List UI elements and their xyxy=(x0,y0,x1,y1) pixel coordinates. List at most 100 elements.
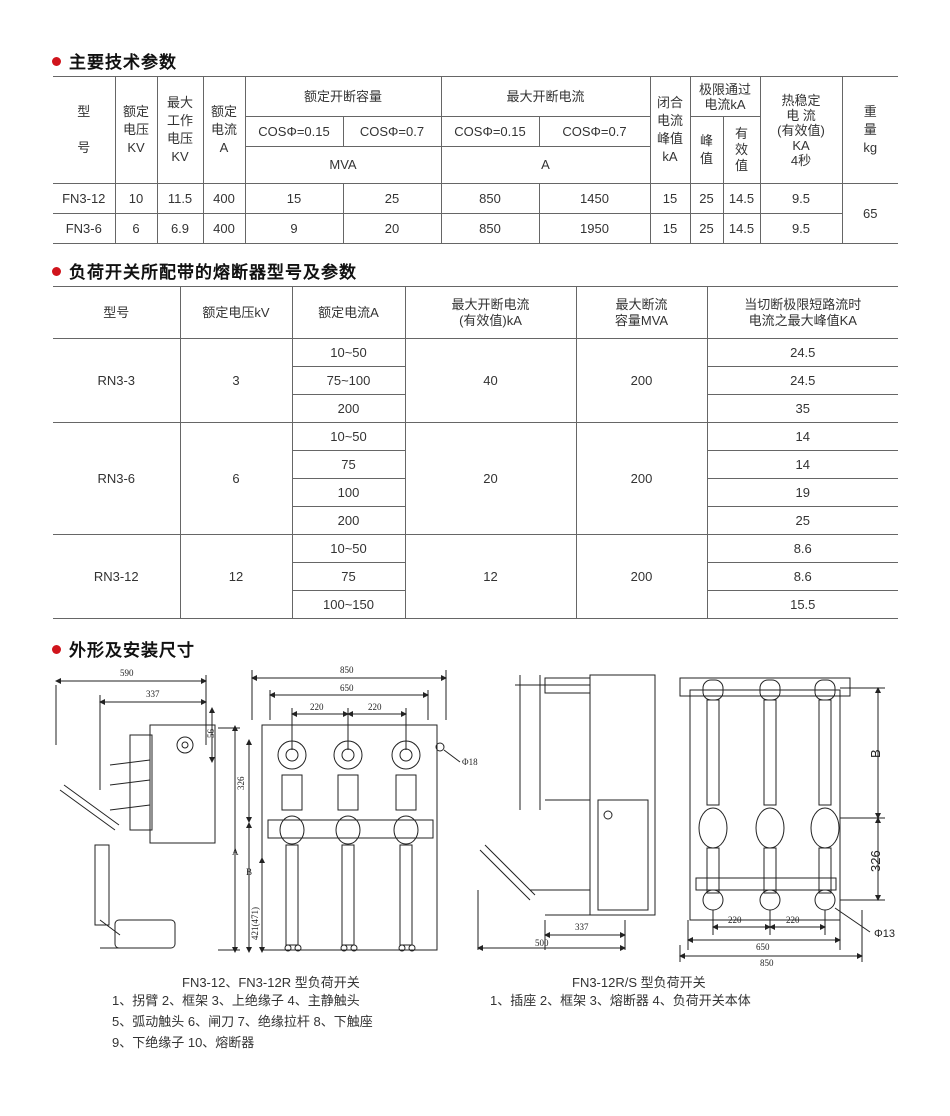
table-cell: RN3-6 xyxy=(53,422,181,535)
section-title-specs: 主要技术参数 xyxy=(52,48,177,73)
table-cell: 12 xyxy=(179,534,293,619)
table-cell: 200 xyxy=(292,394,406,423)
col-break-capacity: 额定开断容量 xyxy=(244,76,442,117)
dim-label: 590 xyxy=(120,668,134,678)
legend-right: 1、插座 2、框架 3、熔断器 4、负荷开关本体 xyxy=(490,990,751,1011)
table-cell: 200 xyxy=(575,338,708,423)
col-weight: 重 量 kg xyxy=(841,76,898,184)
fuse-table: 型号 额定电压kV 额定电流A 最大开断电流 (有效值)kA 最大断流 容量MV… xyxy=(53,286,898,619)
table-cell: 400 xyxy=(202,213,246,244)
table-cell: 15 xyxy=(649,213,691,244)
cos-label: COSΦ=0.15 xyxy=(245,116,344,147)
legend-left: 1、拐臂 2、框架 3、上绝缘子 4、主静触头 5、弧动触头 6、闸刀 7、绝缘… xyxy=(112,990,373,1053)
col-voltage: 额定 电压 KV xyxy=(114,76,158,184)
table-cell: 额定电流A xyxy=(291,286,406,339)
table-cell: 10~50 xyxy=(291,338,406,367)
table-cell: 14.5 xyxy=(722,183,761,214)
dim-label: 220 xyxy=(368,702,382,712)
table-cell: 11.5 xyxy=(156,183,204,214)
table-cell: 8.6 xyxy=(706,534,898,563)
dim-label: 650 xyxy=(756,942,770,952)
table-cell: 8.6 xyxy=(706,562,898,591)
table-cell: 19 xyxy=(706,478,898,507)
table-cell: 15.5 xyxy=(706,590,898,619)
dim-label: 326 xyxy=(236,776,246,790)
bullet-icon xyxy=(52,57,61,66)
table-cell: 35 xyxy=(706,394,898,423)
table-cell: 14 xyxy=(706,422,898,451)
table-row: RN3-3 3 10~50 40 200 24.5 xyxy=(53,338,898,423)
table-cell: 1、拐臂 2、框架 3、上绝缘子 4、主静触头 xyxy=(112,993,360,1008)
table-cell: 额定电压kV xyxy=(179,286,293,339)
table-cell: RN3-12 xyxy=(53,534,181,619)
dim-label: 650 xyxy=(340,683,354,693)
section-title-dimensions: 外形及安装尺寸 xyxy=(52,636,195,661)
dim-label: 850 xyxy=(340,665,354,675)
cabinet-front-drawing xyxy=(679,677,885,962)
dim-label: 337 xyxy=(146,689,160,699)
dim-label: Φ18 xyxy=(462,757,478,767)
table-cell: 200 xyxy=(292,506,406,535)
specs-table: 型 号 额定 电压 KV 最大 工作 电压 KV 额定 电流 A 额定开断容量 … xyxy=(53,76,898,244)
table-cell: 75 xyxy=(292,562,406,591)
table-cell: 1、插座 2、框架 3、熔断器 4、负荷开关本体 xyxy=(490,993,751,1008)
table-cell: 75 xyxy=(292,450,406,479)
dim-label: 337 xyxy=(575,922,589,932)
side-view-drawing xyxy=(55,675,240,953)
table-cell: 3 xyxy=(179,338,293,423)
table-cell: 9、下绝缘子 10、熔断器 xyxy=(112,1035,255,1050)
table-cell: 9 xyxy=(244,213,344,244)
table-cell: 外形及安装尺寸 xyxy=(69,641,195,661)
table-cell: 25 xyxy=(706,506,898,535)
dim-label: 421(471) xyxy=(250,907,260,940)
dim-label: B xyxy=(868,749,883,758)
front-view-drawing xyxy=(246,670,461,953)
table-cell: FN3-12 xyxy=(53,183,116,214)
table-cell: 850 xyxy=(440,183,540,214)
peak-label: 峰 值 xyxy=(689,116,724,184)
table-cell: 15 xyxy=(244,183,344,214)
table-cell: 最大开断电流 (有效值)kA xyxy=(404,286,577,339)
col-current: 额定 电流 A xyxy=(202,76,246,184)
dim-label: 220 xyxy=(786,915,800,925)
dim-label: Φ13 xyxy=(874,928,895,940)
table-cell: 10~50 xyxy=(291,422,406,451)
table-cell: 9.5 xyxy=(759,183,843,214)
dim-label: 220 xyxy=(310,702,324,712)
table-cell: 14.5 xyxy=(722,213,761,244)
cos-label: COSΦ=0.15 xyxy=(440,116,540,147)
col-max-voltage: 最大 工作 电压 KV xyxy=(156,76,204,184)
table-cell: 6 xyxy=(114,213,158,244)
table-row: 100 19 xyxy=(53,478,898,507)
table-cell: 15 xyxy=(649,183,691,214)
table-cell: 24.5 xyxy=(706,366,898,395)
table-cell: 14 xyxy=(706,450,898,479)
table-cell: 20 xyxy=(404,422,577,535)
table-cell: 25 xyxy=(342,183,442,214)
section-title-fuse: 负荷开关所配带的熔断器型号及参数 xyxy=(52,258,357,283)
weight-value: 65 xyxy=(841,183,898,244)
unit-mva: MVA xyxy=(245,146,442,184)
cos-label: COSΦ=0.7 xyxy=(538,116,651,147)
table-cell: 10 xyxy=(114,183,158,214)
table-row: RN3-6 6 10~50 20 200 14 xyxy=(53,422,898,535)
col-thermal: 热稳定 电 流 (有效值) KA 4秒 xyxy=(759,76,843,184)
table-cell: 200 xyxy=(575,422,708,535)
caption-left: FN3-12、FN3-12R 型负荷开关 xyxy=(182,975,360,990)
table-cell: 100 xyxy=(292,478,406,507)
table-cell: 1450 xyxy=(538,183,651,214)
table-cell: 12 xyxy=(404,534,577,619)
dim-label: 500 xyxy=(535,938,549,948)
cos-label: COSΦ=0.7 xyxy=(342,116,442,147)
col-closing-current: 闭合 电流 峰值 kA xyxy=(649,76,691,184)
dim-label: 850 xyxy=(760,958,774,968)
table-cell: 40 xyxy=(404,338,577,423)
effective-label: 有 效 值 xyxy=(722,116,761,184)
table-cell: 400 xyxy=(202,183,246,214)
cabinet-side-drawing xyxy=(477,674,656,951)
dim-label: B xyxy=(246,867,252,877)
